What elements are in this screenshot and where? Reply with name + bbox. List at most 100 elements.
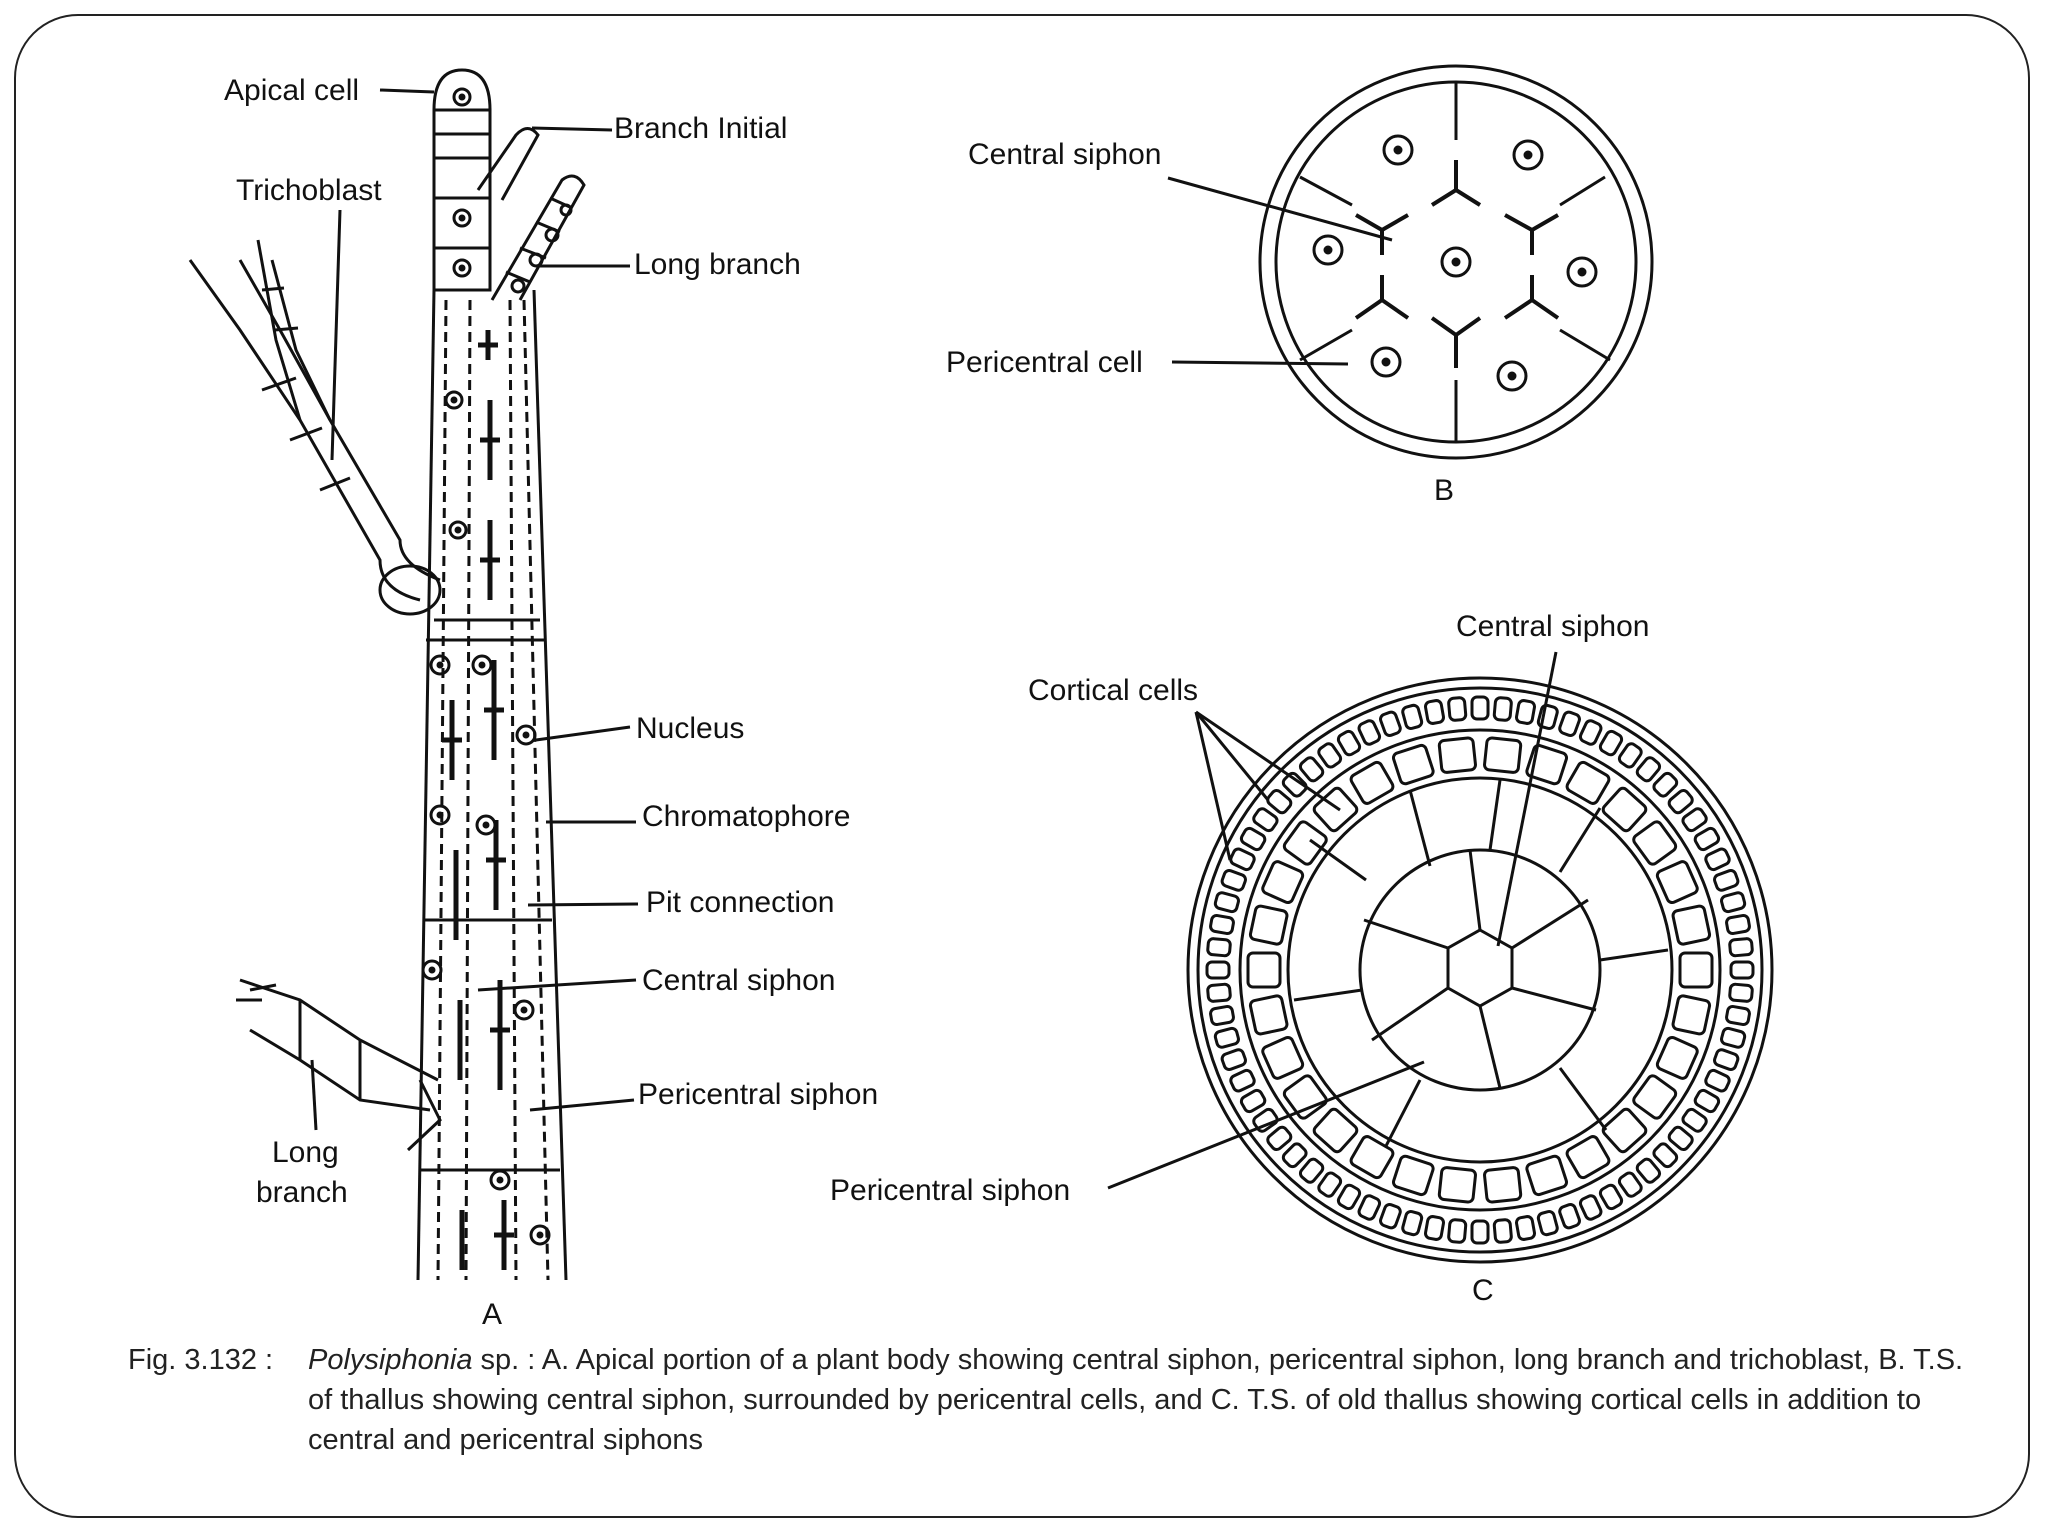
cortical-cell <box>1652 1142 1679 1169</box>
cortical-cell <box>1704 1068 1731 1093</box>
figure-a-drawing <box>188 68 639 1281</box>
cortical-cell <box>1239 1088 1267 1114</box>
label-central-siphon-c: Central siphon <box>1456 610 1649 643</box>
cortical-cell <box>1565 1135 1611 1180</box>
label-central-siphon-a: Central siphon <box>642 964 835 997</box>
cortical-cell <box>1281 771 1308 798</box>
cortical-cell <box>1336 729 1362 757</box>
cortical-cell <box>1349 760 1395 805</box>
cortical-cell <box>1578 719 1603 746</box>
cortical-cell <box>1601 1107 1648 1154</box>
caption-genus: Polysiphonia <box>308 1344 473 1376</box>
cortical-cell <box>1525 743 1569 786</box>
cortical-cell <box>1652 771 1679 798</box>
cortical-cell <box>1632 1074 1678 1120</box>
cortical-cell <box>1229 847 1256 872</box>
cortical-cell <box>1558 710 1581 737</box>
cortical-cell <box>1239 826 1267 852</box>
cortical-cell <box>1379 1203 1402 1230</box>
cortical-cell <box>1248 904 1289 946</box>
figure-frame <box>14 14 2030 1518</box>
cortical-cell <box>1578 1194 1603 1221</box>
cortical-cell <box>1252 1107 1279 1133</box>
label-pericentral-cell: Pericentral cell <box>946 346 1143 379</box>
cortical-cell <box>1205 960 1231 980</box>
label-apical-cell: Apical cell <box>224 74 359 107</box>
cortical-cell <box>1601 786 1648 833</box>
cortical-cell <box>1671 994 1712 1036</box>
label-chromatophore: Chromatophore <box>642 800 850 833</box>
cortical-cell <box>1655 860 1699 905</box>
cortical-cell <box>1220 1048 1247 1071</box>
label-cortical-cells: Cortical cells <box>1028 674 1198 707</box>
cortical-cell <box>1447 696 1468 722</box>
caption-text: sp. : A. Apical portion of a plant body … <box>308 1344 1964 1456</box>
cortical-cell <box>1248 994 1289 1036</box>
cortical-cell-ring <box>1205 695 1755 1245</box>
label-trichoblast: Trichoblast <box>236 174 382 207</box>
cortical-cell <box>1632 820 1678 866</box>
cortical-cell <box>1678 951 1714 989</box>
cortical-cell <box>1209 914 1235 935</box>
cortical-cell <box>1667 788 1694 815</box>
cortical-cell <box>1336 1183 1362 1211</box>
cortical-cell <box>1229 1068 1256 1093</box>
cortical-cell <box>1681 1107 1708 1133</box>
label-long-branch-bottom-2: branch <box>256 1176 348 1209</box>
label-pericentral-siphon-a: Pericentral siphon <box>638 1078 878 1111</box>
cortical-cell <box>1282 1074 1328 1120</box>
figure-c-drawing <box>1107 651 1774 1264</box>
cortical-cell <box>1213 1026 1240 1049</box>
cortical-cell <box>1558 1203 1581 1230</box>
cortical-cell <box>1266 1125 1293 1152</box>
cortical-cell <box>1220 869 1247 892</box>
label-long-branch-top: Long branch <box>634 248 801 281</box>
cortical-cell <box>1635 756 1662 783</box>
cortical-cell <box>1515 1215 1536 1241</box>
cortical-cell <box>1266 788 1293 815</box>
cortical-cell <box>1492 1218 1513 1244</box>
cortical-cell <box>1401 703 1424 730</box>
cortical-cell <box>1598 729 1624 757</box>
cortical-cell <box>1728 982 1754 1003</box>
figure-a-labels: Apical cell Branch Initial Trichoblast L… <box>224 74 878 1331</box>
cortical-cell <box>1261 1035 1305 1080</box>
cortical-cell <box>1437 736 1477 774</box>
cortical-cell <box>1635 1157 1662 1184</box>
cortical-cell <box>1281 1142 1308 1169</box>
cortical-cell <box>1617 1171 1643 1198</box>
label-long-branch-bottom-1: Long <box>272 1136 339 1169</box>
cortical-cell <box>1317 1171 1343 1198</box>
label-nucleus: Nucleus <box>636 712 744 745</box>
cortical-cell <box>1206 937 1232 958</box>
cortical-cell <box>1470 695 1490 721</box>
cortical-cell <box>1209 1005 1235 1026</box>
caption-body: Polysiphonia sp. : A. Apical portion of … <box>308 1340 1968 1460</box>
cortical-cell <box>1728 937 1754 958</box>
cortical-cell <box>1536 703 1559 730</box>
cortical-cell <box>1720 891 1747 914</box>
cortical-cell <box>1713 1048 1740 1071</box>
cortical-cell <box>1206 982 1232 1003</box>
cortical-cell <box>1720 1026 1747 1049</box>
cortical-cell <box>1357 719 1382 746</box>
cortical-cell <box>1525 1154 1569 1197</box>
panel-label-a: A <box>482 1298 502 1331</box>
cortical-cell <box>1725 1005 1751 1026</box>
cortical-cell <box>1213 891 1240 914</box>
cortical-cell <box>1261 860 1305 905</box>
cortical-cell <box>1483 736 1523 774</box>
cortical-cell <box>1713 869 1740 892</box>
cortical-cell <box>1667 1125 1694 1152</box>
figure-b-drawing <box>1167 64 1654 460</box>
cortical-cell <box>1681 807 1708 833</box>
cortical-cell <box>1312 786 1359 833</box>
cortical-cell <box>1693 1088 1721 1114</box>
cortical-cell <box>1437 1166 1477 1204</box>
label-pit-connection: Pit connection <box>646 886 834 919</box>
cortical-cell <box>1725 914 1751 935</box>
label-branch-initial: Branch Initial <box>614 112 787 145</box>
cortical-cell <box>1617 742 1643 769</box>
cortical-cell <box>1379 710 1402 737</box>
